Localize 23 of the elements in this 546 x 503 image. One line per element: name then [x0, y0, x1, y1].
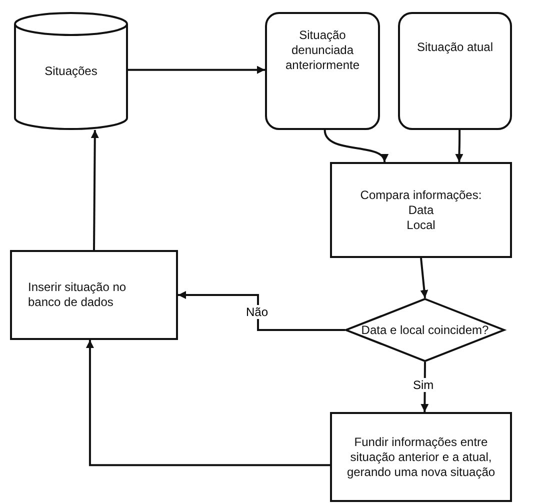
node-text: Situações	[44, 64, 98, 78]
node-text: Situação denunciada anteriormente	[284, 28, 361, 73]
node-text: Data	[408, 202, 434, 218]
node-text: Inserir situação no banco de dados	[28, 280, 128, 310]
node-text: Situação atual	[416, 40, 494, 55]
process-box	[10, 250, 178, 340]
node-text: Data e local coincidem?	[361, 322, 489, 338]
arrow	[178, 291, 345, 331]
edge-label: Sim	[411, 378, 436, 392]
edge-label: Não	[244, 305, 270, 320]
arrow	[128, 66, 265, 74]
arrow	[90, 130, 99, 250]
arrow	[420, 258, 428, 298]
rounded-box	[265, 12, 380, 130]
node-text: Local	[406, 218, 436, 232]
node-text: Compara informações:	[360, 188, 482, 202]
arrow	[324, 130, 386, 162]
arrow	[455, 130, 464, 162]
arrow	[86, 340, 330, 466]
process-box	[330, 162, 512, 258]
rounded-box	[398, 12, 512, 130]
process-box	[330, 412, 512, 502]
node-text: Fundir informações entre situação anterior e a atual, gerando uma nova situação	[346, 434, 496, 480]
